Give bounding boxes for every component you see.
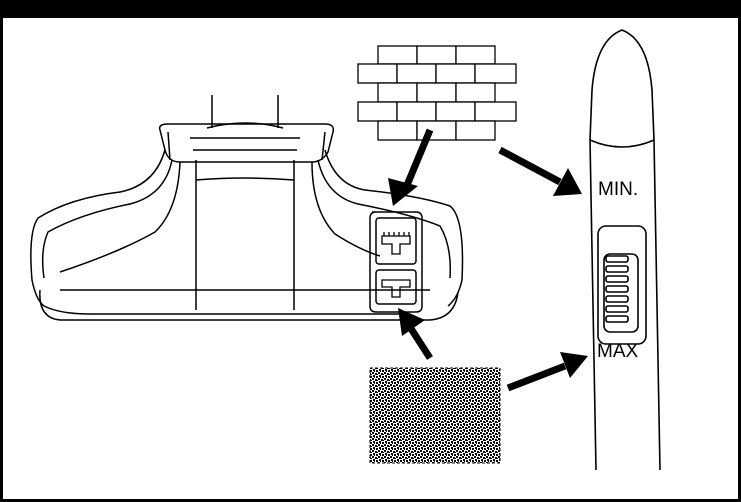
min-setting-label: MIN. <box>598 179 639 200</box>
pedal-panel <box>369 211 423 313</box>
brick-wall-icon <box>357 45 517 141</box>
hard-floor-pedal-icon <box>381 232 411 255</box>
max-setting-label: MAX <box>597 341 639 362</box>
arrow-carpet-to-pedal <box>398 308 433 360</box>
carpet-texture-icon <box>369 367 501 464</box>
arrow-brick-to-pedal <box>388 128 434 206</box>
carpet-pedal-icon <box>381 279 411 298</box>
arrow-carpet-to-max <box>506 352 588 392</box>
arrow-brick-to-min <box>498 146 582 196</box>
floor-nozzle-icon <box>30 95 464 321</box>
suction-regulator-handle-icon <box>589 29 661 471</box>
